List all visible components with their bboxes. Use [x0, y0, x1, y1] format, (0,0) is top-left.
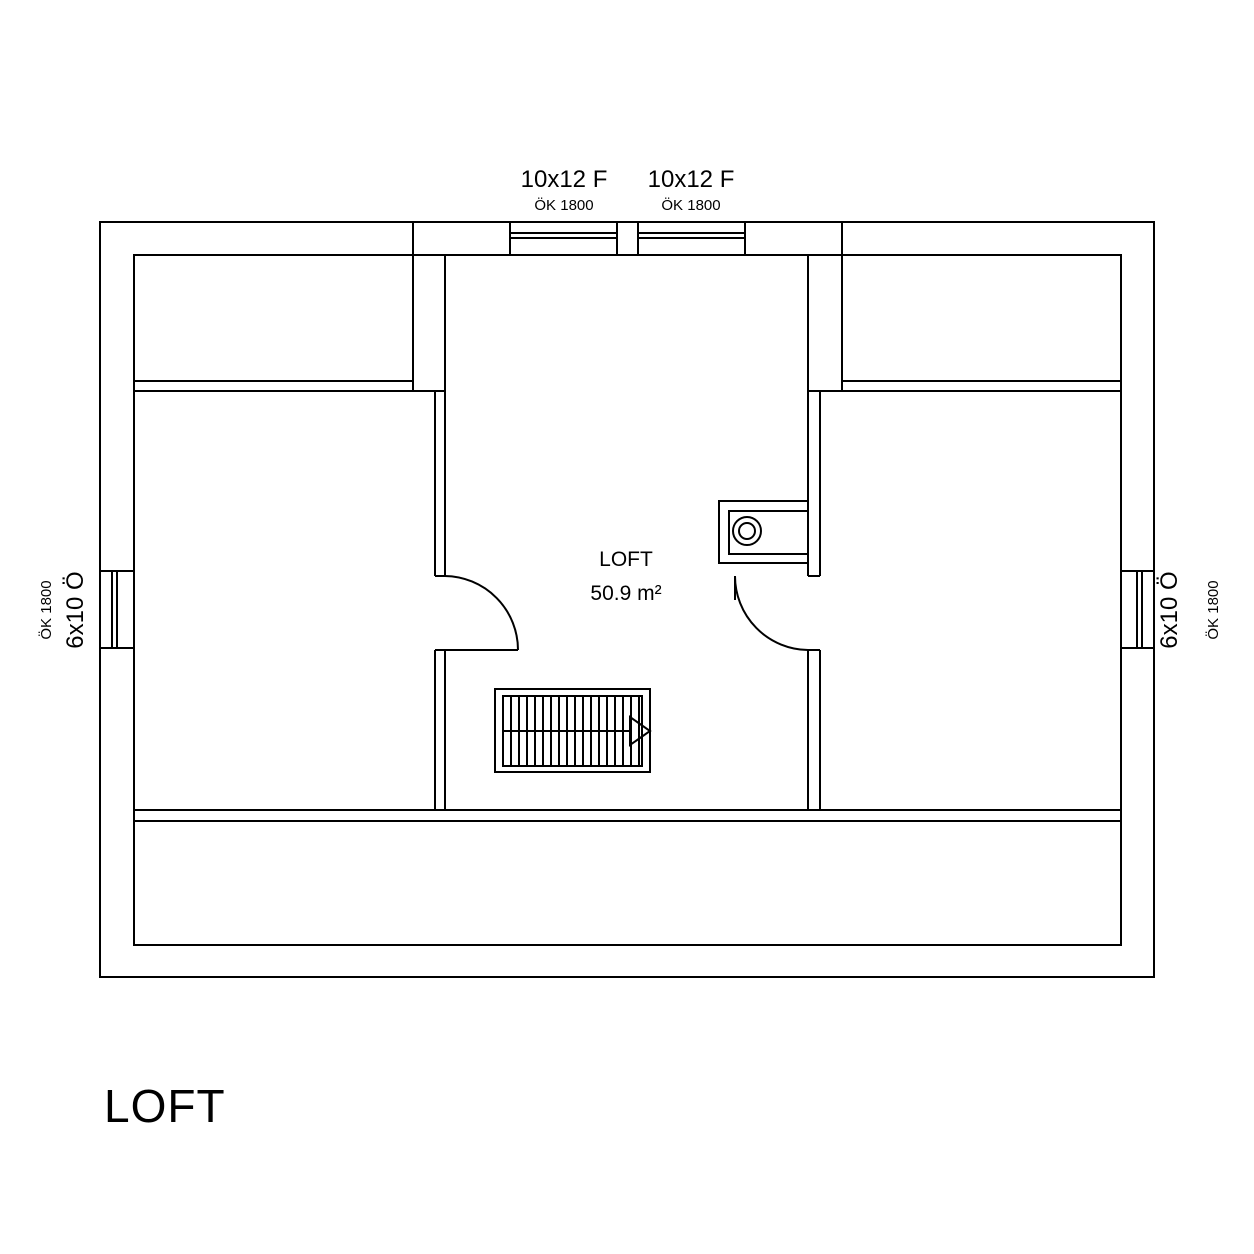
door-right — [734, 575, 809, 651]
window-top-right-sill: ÖK 1800 — [661, 196, 720, 214]
window-top-right-size: 10x12 F — [648, 166, 735, 193]
window-top-left — [510, 222, 618, 255]
chimney — [718, 500, 809, 564]
page-title: LOFT — [104, 1080, 226, 1132]
room-name: LOFT — [599, 548, 653, 571]
window-top-left-size: 10x12 F — [521, 166, 608, 193]
window-left-size: 6x10 Ö — [62, 571, 89, 648]
eave-storage-top-left — [134, 255, 414, 392]
staircase — [494, 688, 652, 773]
right-interior-wall — [807, 255, 821, 810]
window-top-left-sill: ÖK 1800 — [534, 196, 593, 214]
inner-wall-line — [133, 254, 1122, 946]
left-interior-wall — [434, 255, 446, 810]
window-top-right — [637, 222, 745, 255]
window-right-size: 6x10 Ö — [1156, 571, 1183, 648]
window-right — [1121, 570, 1154, 649]
room-area: 50.9 m² — [590, 582, 661, 605]
central-upper-walls — [412, 222, 843, 392]
eave-storage-bottom — [134, 809, 1121, 822]
window-left — [100, 570, 134, 649]
outer-wall — [99, 221, 1155, 978]
eave-storage-top-right — [841, 255, 1121, 392]
window-right-sill: ÖK 1800 — [1204, 580, 1222, 639]
door-left — [444, 575, 519, 651]
window-left-sill: ÖK 1800 — [37, 580, 55, 639]
